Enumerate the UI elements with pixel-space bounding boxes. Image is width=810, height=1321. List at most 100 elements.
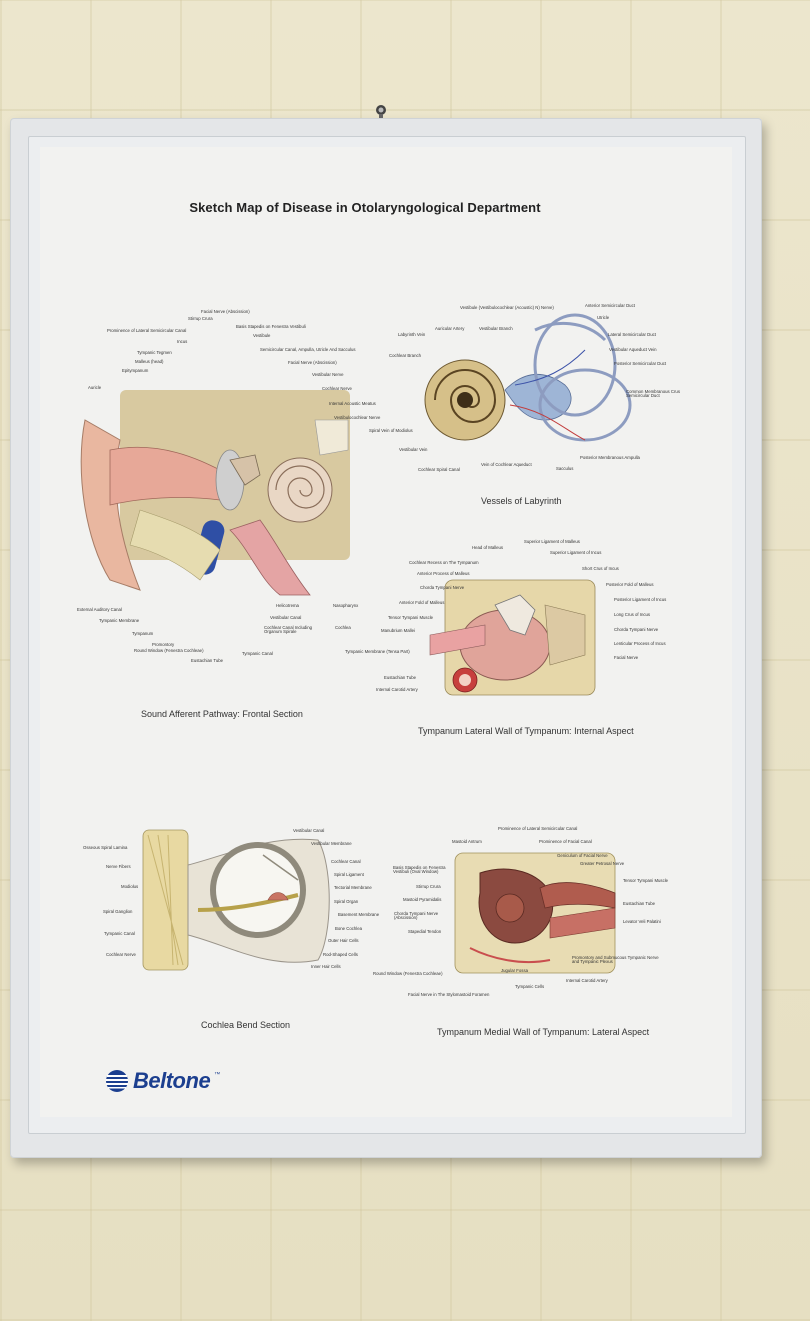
frontal-label: Round Window (Fenestra Cochleae)	[134, 648, 204, 653]
frontal-label: Cochlear Canal Including Organum Spirale	[264, 625, 313, 635]
frontal-label: Vestibule	[253, 333, 271, 338]
tympanum-medial-label: Levator Veli Palatini	[623, 919, 661, 924]
frontal-label: External Auditory Canal	[77, 607, 122, 612]
tympanum-lateral-label: Short Crus of Incus	[582, 566, 619, 571]
frontal-label: Incus	[177, 339, 188, 344]
cochlea-label: Cochlear Canal	[331, 859, 361, 864]
cochlea-label: Nerve Fibers	[106, 864, 131, 869]
brand-name: Beltone	[133, 1068, 211, 1093]
poster-title: Sketch Map of Disease in Otolaryngologic…	[189, 200, 541, 215]
tympanum-lateral-label: Anterior Process of Malleus	[417, 571, 470, 576]
tympanum-lateral-label: Facial Nerve	[614, 655, 639, 660]
cochlea-label: Tectorial Membrane	[334, 885, 372, 890]
labyrinth-label: Vestibular Vein	[399, 447, 428, 452]
labyrinth-label: Auricular Artery	[435, 326, 465, 331]
tympanum-medial-label: Jugular Fossa	[501, 968, 528, 973]
tympanum-lateral-label: Internal Carotid Artery	[376, 687, 418, 692]
tympanum-lateral-label: Tympanic Membrane (Tensa Part)	[345, 649, 410, 654]
cochlea-label: Osseous Spiral Lamina	[83, 845, 128, 850]
tympanum-lateral-label: Cochlear Recess on The Tympanum	[409, 560, 479, 565]
frontal-section-illustration	[80, 390, 350, 596]
tympanum-lateral-label: Long Crus of Incus	[614, 612, 651, 617]
labyrinth-label: Cochlear Branch	[389, 353, 422, 358]
frontal-label: Facial Nerve (Abscission)	[201, 309, 250, 314]
tympanum-medial-label: Tensor Tympani Muscle	[623, 878, 669, 883]
tympanum-medial-label: Geniculum of Facial Nerve	[557, 853, 608, 858]
labyrinth-label: Vestibular Branch	[479, 326, 513, 331]
tympanum-medial-label: Mastoid Antrum	[452, 839, 482, 844]
frontal-label: Basis Stapedis on Fenestra Vestibuli	[236, 324, 306, 329]
cochlea-label: Outer Hair Cells	[328, 938, 359, 943]
labyrinth-label: Posterior Membranous Ampulla	[580, 455, 640, 460]
tympanum-medial-label: Chorda Tympani Nerve (Abscission)	[394, 911, 439, 921]
tympanum-lateral-label: Manubrium Mallei	[381, 628, 415, 633]
cochlea-label: Bone Cochlea	[335, 926, 362, 931]
frontal-label: Epitympanum	[122, 368, 149, 373]
frontal-label: Tympanic Tegmen	[137, 350, 172, 355]
frontal-label: Facial Nerve (Abscission)	[288, 360, 337, 365]
tympanum-lateral-caption: Tympanum Lateral Wall of Tympanum: Inter…	[418, 726, 634, 736]
labyrinth-caption: Vessels of Labyrinth	[481, 496, 562, 506]
tympanum-medial-label: Facial Nerve in The Stylomastoid Foramen	[408, 992, 490, 997]
frontal-section-caption: Sound Afferent Pathway: Frontal Section	[141, 709, 303, 719]
trademark-mark: ™	[214, 1072, 221, 1078]
tympanum-medial-caption: Tympanum Medial Wall of Tympanum: Latera…	[437, 1027, 650, 1037]
tympanum-medial-label: Greater Petrosal Nerve	[580, 861, 625, 866]
tympanum-lateral-label: Superior Ligament of Malleus	[524, 539, 580, 544]
labyrinth-label: Sacculus	[556, 466, 574, 471]
brand-logo: Beltone ™	[105, 1066, 245, 1096]
cochlea-label: Vestibular Canal	[293, 828, 325, 833]
cochlea-label: Rod-Shaped Cells	[323, 952, 358, 957]
labyrinth-label: Utricle	[597, 315, 610, 320]
tympanum-medial-label: Prominence of Facial Canal	[539, 839, 592, 844]
tympanum-medial-label: Round Window (Fenestra Cochleae)	[373, 971, 443, 976]
cochlea-label: Inner Hair Cells	[311, 964, 341, 969]
tympanum-lateral-label: Chorda Tympani Nerve	[420, 585, 465, 590]
frontal-label: Internal Acoustic Meatus	[329, 401, 376, 406]
tympanum-medial-label: Prominence of Lateral Semicircular Canal	[498, 826, 578, 831]
labyrinth-label: Labyrinth Vein	[398, 332, 426, 337]
tympanum-medial-label: Mastoid Pyramidalis	[403, 897, 442, 902]
cochlea-label: Spiral Organ	[334, 899, 359, 904]
frontal-label: Cochlea	[335, 625, 351, 630]
tympanum-medial-label: Stirrup Crura	[416, 884, 441, 889]
tympanum-lateral-label: Posterior Fold of Malleus	[606, 582, 654, 587]
frontal-label: Vestibulocochlear Nerve	[334, 415, 381, 420]
cochlea-label: Tympanic Canal	[104, 931, 135, 936]
tympanum-lateral-illustration	[429, 579, 596, 696]
cochlea-label: Vestibular Membrane	[311, 841, 352, 846]
cochlea-label: Spiral Ganglion	[103, 909, 133, 914]
labyrinth-vessels-illustration	[424, 313, 632, 442]
tympanum-lateral-label: Head of Malleus	[472, 545, 504, 550]
cochlea-caption: Cochlea Bend Section	[201, 1020, 291, 1030]
frontal-label: Cochlear Nerve	[322, 386, 352, 391]
frontal-label: Prominence of Lateral Semicircular Canal	[107, 328, 187, 333]
frontal-label: Malleus (head)	[135, 359, 164, 364]
tympanum-lateral-label: Eustachian Tube	[384, 675, 417, 680]
frontal-label: Eustachian Tube	[191, 658, 224, 663]
frontal-label: Nasopharynx	[333, 603, 359, 608]
labyrinth-label: Posterior Semicircular Duct	[614, 361, 667, 366]
cochlea-label: Basement Membrane	[338, 912, 380, 917]
frontal-label: Tympanum	[132, 631, 154, 636]
labyrinth-label: Spiral Vein of Modiolus	[369, 428, 413, 433]
globe-icon	[106, 1070, 128, 1092]
tympanum-lateral-label: Posterior Ligament of Incus	[614, 597, 667, 602]
labyrinth-label: Cochlear Spiral Canal	[418, 467, 460, 472]
tympanum-medial-label: Basis Stapedis on Fenestra Vestibuli (Ov…	[393, 865, 446, 875]
labyrinth-label: Vestibule (Vestibulocochlear (Acoustic) …	[460, 305, 554, 310]
tympanum-medial-illustration	[454, 852, 616, 974]
tympanum-medial-label: Promontory and Submucous Tympanic Nerve …	[572, 955, 659, 965]
tympanum-lateral-label: Superior Ligament of Incus	[550, 550, 602, 555]
labyrinth-label: Anterior Semicircular Duct	[585, 303, 635, 308]
tympanum-medial-label: Internal Carotid Artery	[566, 978, 608, 983]
labyrinth-label: Lateral Semicircular Duct	[608, 332, 656, 337]
tympanum-medial-label: Tympanic Cells	[515, 984, 545, 989]
frontal-label: Helicotrema	[276, 603, 299, 608]
frontal-label: Stirrup Crura	[188, 316, 213, 321]
tympanum-lateral-label: Tensor Tympani Muscle	[388, 615, 434, 620]
frontal-label: Tympanic Membrane	[99, 618, 140, 623]
labyrinth-label: Common Membranous Crus Semicircular Duct	[626, 389, 680, 399]
frontal-label: Semicircular Canal, Ampulla, Utricle And…	[260, 347, 356, 352]
cochlea-label: Spiral Ligament	[334, 872, 364, 877]
